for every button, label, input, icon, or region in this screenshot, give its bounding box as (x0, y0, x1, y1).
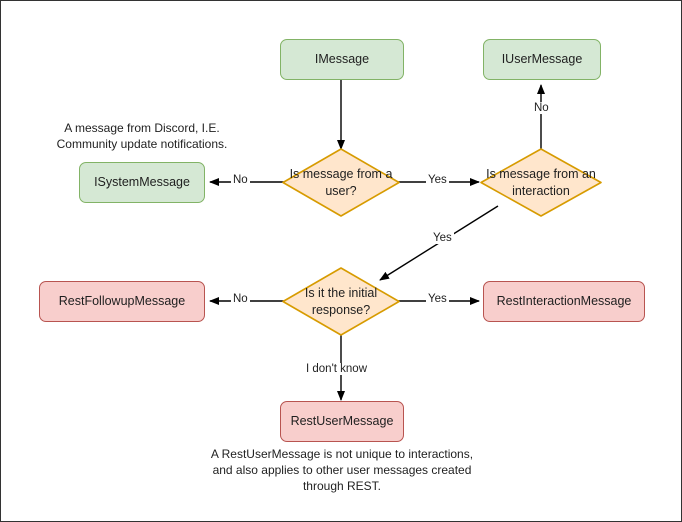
edge-label-user-yes: Yes (426, 174, 449, 186)
decision-is-message-from-user[interactable]: Is message from a user? (282, 148, 400, 217)
edge-label-initial-yes: Yes (426, 293, 449, 305)
decision-is-message-from-interaction-shape (480, 148, 602, 217)
node-restfollowupmessage[interactable]: RestFollowupMessage (39, 281, 205, 322)
decision-is-initial-response-shape (282, 267, 400, 336)
node-imessage-label: IMessage (314, 51, 370, 66)
node-restusermessage-label: RestUserMessage (290, 413, 394, 428)
node-isystemmessage-label: ISystemMessage (94, 174, 190, 189)
edge-label-initial-no: No (231, 293, 250, 305)
decision-is-initial-response[interactable]: Is it the initial response? (282, 267, 400, 336)
annotation-rest-user-message-note: A RestUserMessage is not unique to inter… (210, 447, 474, 494)
node-iusermessage[interactable]: IUserMessage (483, 39, 601, 80)
node-imessage[interactable]: IMessage (280, 39, 404, 80)
decision-is-message-from-user-shape (282, 148, 400, 217)
edge-label-interaction-yes: Yes (431, 232, 454, 244)
decision-is-initial-response-label: Is it the initial response? (304, 286, 378, 317)
decision-is-message-from-user-label: Is message from a user? (289, 167, 393, 198)
decision-is-message-from-interaction[interactable]: Is message from an interaction (480, 148, 602, 217)
node-isystemmessage[interactable]: ISystemMessage (79, 162, 205, 203)
node-restinteractionmessage[interactable]: RestInteractionMessage (483, 281, 645, 322)
edge-label-interaction-no: No (532, 102, 551, 114)
node-restusermessage[interactable]: RestUserMessage (280, 401, 404, 442)
decision-is-message-from-interaction-label: Is message from an interaction (486, 167, 596, 198)
node-restfollowupmessage-label: RestFollowupMessage (58, 293, 186, 308)
node-restinteractionmessage-label: RestInteractionMessage (496, 293, 632, 308)
annotation-system-message-note: A message from Discord, I.E. Community u… (56, 121, 228, 152)
node-iusermessage-label: IUserMessage (501, 51, 583, 66)
edge-label-user-no: No (231, 174, 250, 186)
edge-label-i-dont-know: I don't know (304, 363, 370, 375)
